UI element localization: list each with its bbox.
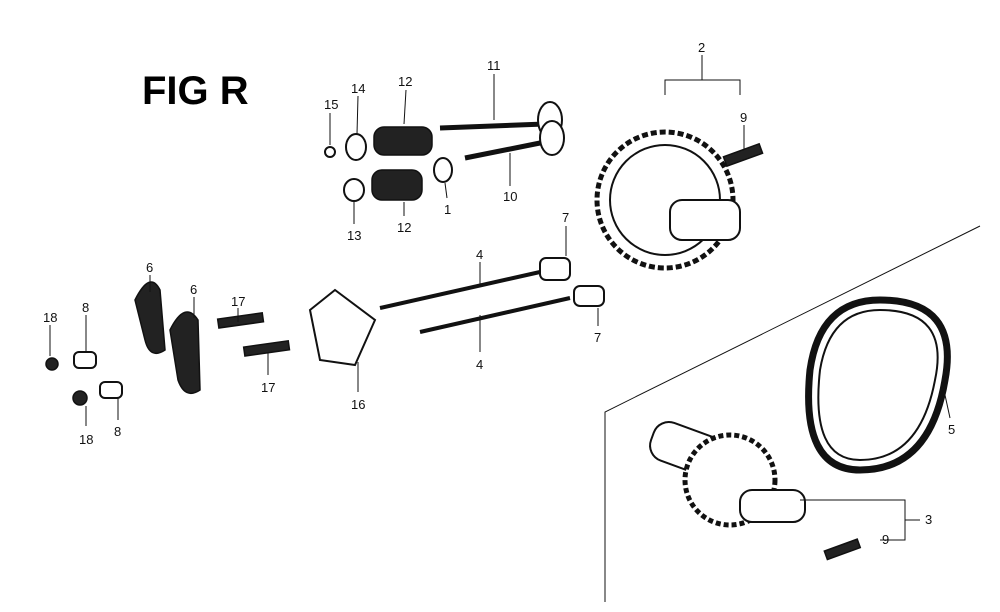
callout-10: 10 <box>503 189 517 204</box>
callout-3: 3 <box>925 512 932 527</box>
part-8-pivot-a <box>73 351 97 369</box>
callout-6: 6 <box>146 260 153 275</box>
part-4-pushrod-upper <box>379 270 541 310</box>
callout-18: 18 <box>79 432 93 447</box>
part-7-lifter-lower <box>573 285 605 307</box>
part-5-chain <box>805 296 951 474</box>
callout-17: 17 <box>261 380 275 395</box>
part-8-pivot-b <box>99 381 123 399</box>
callout-14: 14 <box>351 81 365 96</box>
callout-18: 18 <box>43 310 57 325</box>
section-divider <box>604 225 981 602</box>
part-18-nut-b <box>72 390 88 406</box>
callout-1: 1 <box>444 202 451 217</box>
part-9-spring-b <box>823 538 862 561</box>
callout-9: 9 <box>740 110 747 125</box>
part-10-valve <box>539 120 565 156</box>
callout-labels: 15 14 12 11 13 12 1 10 2 9 7 7 4 4 6 6 1… <box>43 40 955 547</box>
callout-2: 2 <box>698 40 705 55</box>
part-17-stud-b <box>242 339 291 357</box>
part-17-stud-a <box>216 311 265 329</box>
part-15-ring <box>324 146 336 158</box>
part-4-pushrod-lower <box>419 296 571 334</box>
callout-11: 11 <box>487 58 501 73</box>
callout-12: 12 <box>397 220 411 235</box>
callout-15: 15 <box>324 97 338 112</box>
part-6-rocker-a <box>134 281 166 355</box>
part-13-retainer <box>343 178 365 202</box>
callout-7: 7 <box>594 330 601 345</box>
callout-4: 4 <box>476 247 483 262</box>
part-9-spring <box>722 142 764 168</box>
part-7-lifter-upper <box>539 257 571 281</box>
callout-17: 17 <box>231 294 245 309</box>
callout-13: 13 <box>347 228 361 243</box>
callout-6: 6 <box>190 282 197 297</box>
valve-assembly <box>324 101 565 202</box>
part-1-seal <box>433 157 453 183</box>
figure-title: FIG R <box>142 69 249 113</box>
part-6-rocker-b <box>169 311 201 395</box>
callout-16: 16 <box>351 397 365 412</box>
callout-8: 8 <box>114 424 121 439</box>
part-14-retainer <box>345 133 367 161</box>
part-12-spring-upper <box>373 126 433 156</box>
callout-7: 7 <box>562 210 569 225</box>
callout-8: 8 <box>82 300 89 315</box>
crankshaft-gear-part-3 <box>649 421 862 561</box>
callout-12: 12 <box>398 74 412 89</box>
camshaft-gear-part-2 <box>594 129 764 271</box>
leader-lines <box>49 55 951 541</box>
part-18-nut-a <box>45 357 59 371</box>
part-16-plate <box>308 288 377 367</box>
callout-9: 9 <box>882 532 889 547</box>
part-12-spring-lower <box>371 169 423 201</box>
callout-5: 5 <box>948 422 955 437</box>
callout-4: 4 <box>476 357 483 372</box>
